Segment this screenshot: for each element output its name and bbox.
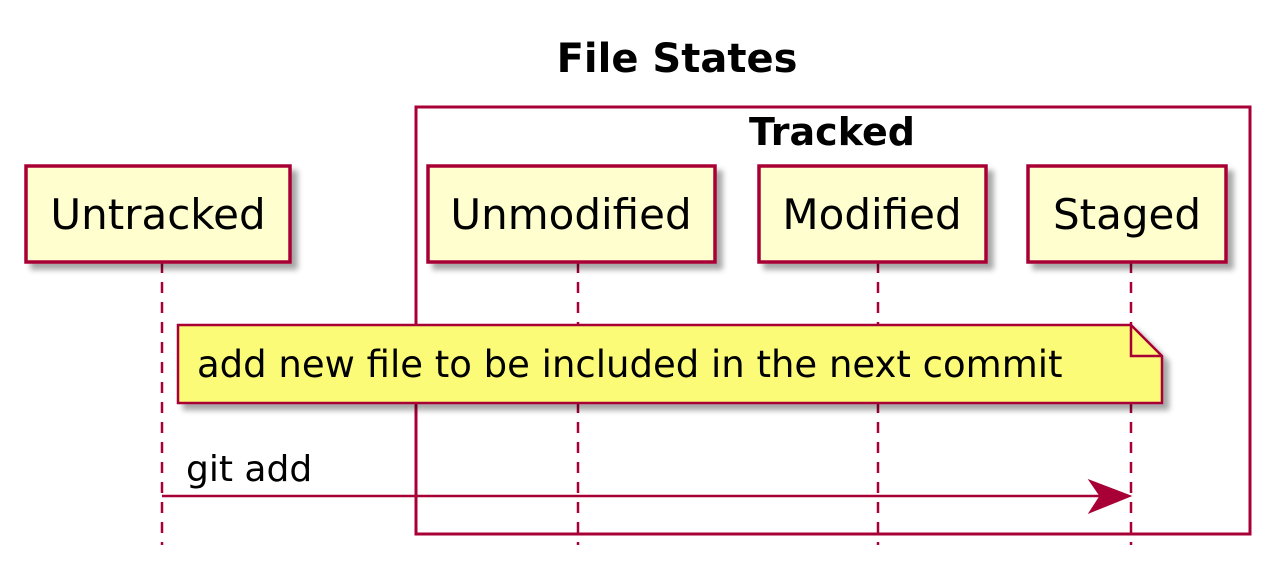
note-body bbox=[176, 323, 1164, 405]
note: add new file to be included in the next … bbox=[176, 323, 1164, 405]
participant-label: Untracked bbox=[50, 190, 265, 239]
participant-label: Unmodified bbox=[450, 190, 691, 239]
tracked-group-box bbox=[414, 105, 1252, 536]
participant-box bbox=[426, 164, 717, 264]
note-text: add new file to be included in the next … bbox=[197, 343, 1063, 386]
participant-box bbox=[24, 164, 292, 264]
diagram-title: File States bbox=[557, 36, 798, 82]
participant-box bbox=[757, 164, 988, 264]
message-label: git add bbox=[186, 449, 312, 490]
participant-label: Staged bbox=[1053, 190, 1201, 239]
participant-untracked: Untracked bbox=[24, 164, 292, 264]
note-corner-fold bbox=[1129, 325, 1162, 358]
message-git-add: git add bbox=[162, 449, 1133, 515]
participant-staged: Staged bbox=[1026, 164, 1228, 264]
participant-box bbox=[1026, 164, 1228, 264]
participant-label: Modified bbox=[782, 190, 961, 239]
participant-unmodified: Unmodified bbox=[426, 164, 717, 264]
arrowhead-icon bbox=[1087, 478, 1133, 515]
participant-modified: Modified bbox=[757, 164, 988, 264]
tracked-group-label: Tracked bbox=[749, 110, 915, 154]
